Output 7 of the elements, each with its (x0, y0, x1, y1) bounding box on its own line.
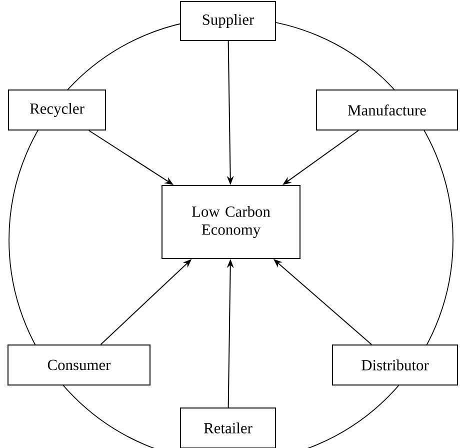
actor-box: Supplier (180, 1, 276, 41)
center-box: Low Carbon Economy (162, 185, 300, 259)
actor-box: Distributor (332, 344, 458, 386)
actor-box: Recycler (8, 90, 106, 130)
actor-box: Consumer (8, 344, 150, 386)
actor-box: Manufacture (316, 90, 458, 130)
actor-box: Retailer (180, 408, 276, 448)
